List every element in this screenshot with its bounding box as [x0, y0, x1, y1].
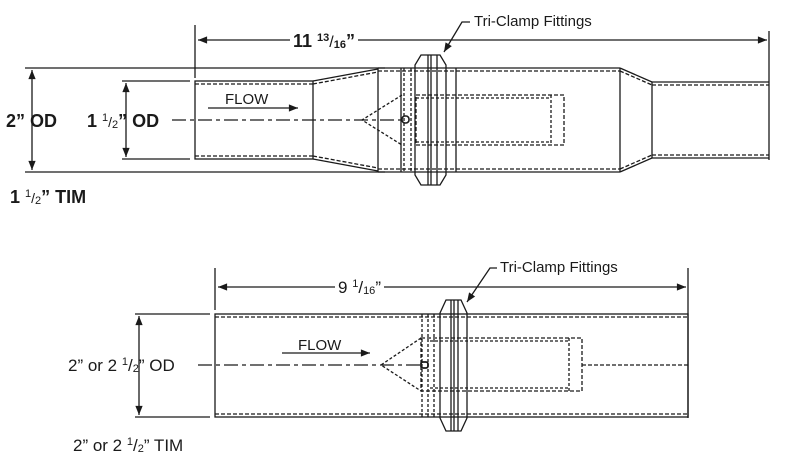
- diagram-1-title: 1 1/2” TIM: [10, 188, 86, 207]
- fraction-slash: /: [329, 34, 334, 51]
- fraction-slash: /: [128, 356, 133, 375]
- od-label-2: 2” or 2 1/2” OD: [68, 357, 175, 375]
- flow-label-1: FLOW: [225, 91, 269, 108]
- flow-label-2: FLOW: [298, 337, 342, 354]
- length-num: 13: [317, 32, 330, 44]
- fraction-slash: /: [31, 190, 36, 206]
- length-whole: 9: [338, 278, 348, 297]
- tri-clamp-flange: [439, 299, 468, 432]
- length-unit: ”: [375, 278, 381, 297]
- tri-clamp-label-1: Tri-Clamp Fittings: [474, 13, 592, 30]
- tri-clamp-flange: [414, 54, 447, 186]
- diagram-2-tim-2in: [135, 267, 689, 432]
- diagram-1-tim-1-5in: [25, 21, 770, 186]
- title-prefix: 2” or 2: [73, 436, 123, 455]
- length-den: 16: [363, 285, 376, 297]
- tri-clamp-leader: [443, 21, 470, 53]
- length-den: 16: [333, 39, 346, 51]
- inlet-reducer-inner: [312, 71, 379, 169]
- od-suffix: ” OD: [138, 356, 175, 375]
- outlet-reducer: [619, 67, 653, 173]
- fraction-slash: /: [133, 436, 138, 455]
- title-den: 2: [35, 195, 42, 207]
- title-suffix: ” TIM: [143, 436, 184, 455]
- length-unit: ”: [346, 31, 355, 51]
- sensor-tip: [401, 115, 410, 124]
- od-num: 1: [121, 356, 128, 368]
- length-dimension-label-1: 11 13/16”: [290, 32, 358, 51]
- inlet-reducer: [312, 68, 379, 172]
- length-num: 1: [352, 278, 359, 290]
- title-whole: 1: [10, 187, 21, 207]
- od-den: 2: [132, 363, 139, 375]
- title-num: 1: [126, 436, 133, 448]
- title-den: 2: [137, 443, 144, 455]
- od-prefix: 2” or 2: [68, 356, 118, 375]
- od-num: 1: [102, 112, 109, 124]
- tri-clamp-leader: [466, 267, 497, 303]
- length-whole: 11: [293, 31, 313, 51]
- fraction-slash: /: [108, 114, 113, 130]
- od-suffix: ” OD: [118, 111, 160, 131]
- outlet-reducer-inner: [619, 70, 653, 170]
- inner-od-label: 1 1/2” OD: [87, 112, 159, 131]
- sensor-cone: [379, 337, 422, 392]
- fraction-slash: /: [358, 278, 364, 297]
- sensor-tip: [420, 361, 429, 369]
- od-den: 2: [112, 119, 119, 131]
- title-suffix: ” TIM: [41, 187, 87, 207]
- title-num: 1: [25, 188, 32, 200]
- tri-clamp-label-2: Tri-Clamp Fittings: [500, 259, 618, 276]
- sensor-element: [415, 94, 565, 146]
- length-dimension-label-2: 9 1/16”: [335, 279, 384, 297]
- outer-od-label: 2” OD: [6, 111, 58, 131]
- od-whole: 1: [87, 111, 98, 131]
- sensor-element: [420, 337, 583, 392]
- diagram-2-title: 2” or 2 1/2” TIM: [73, 437, 183, 455]
